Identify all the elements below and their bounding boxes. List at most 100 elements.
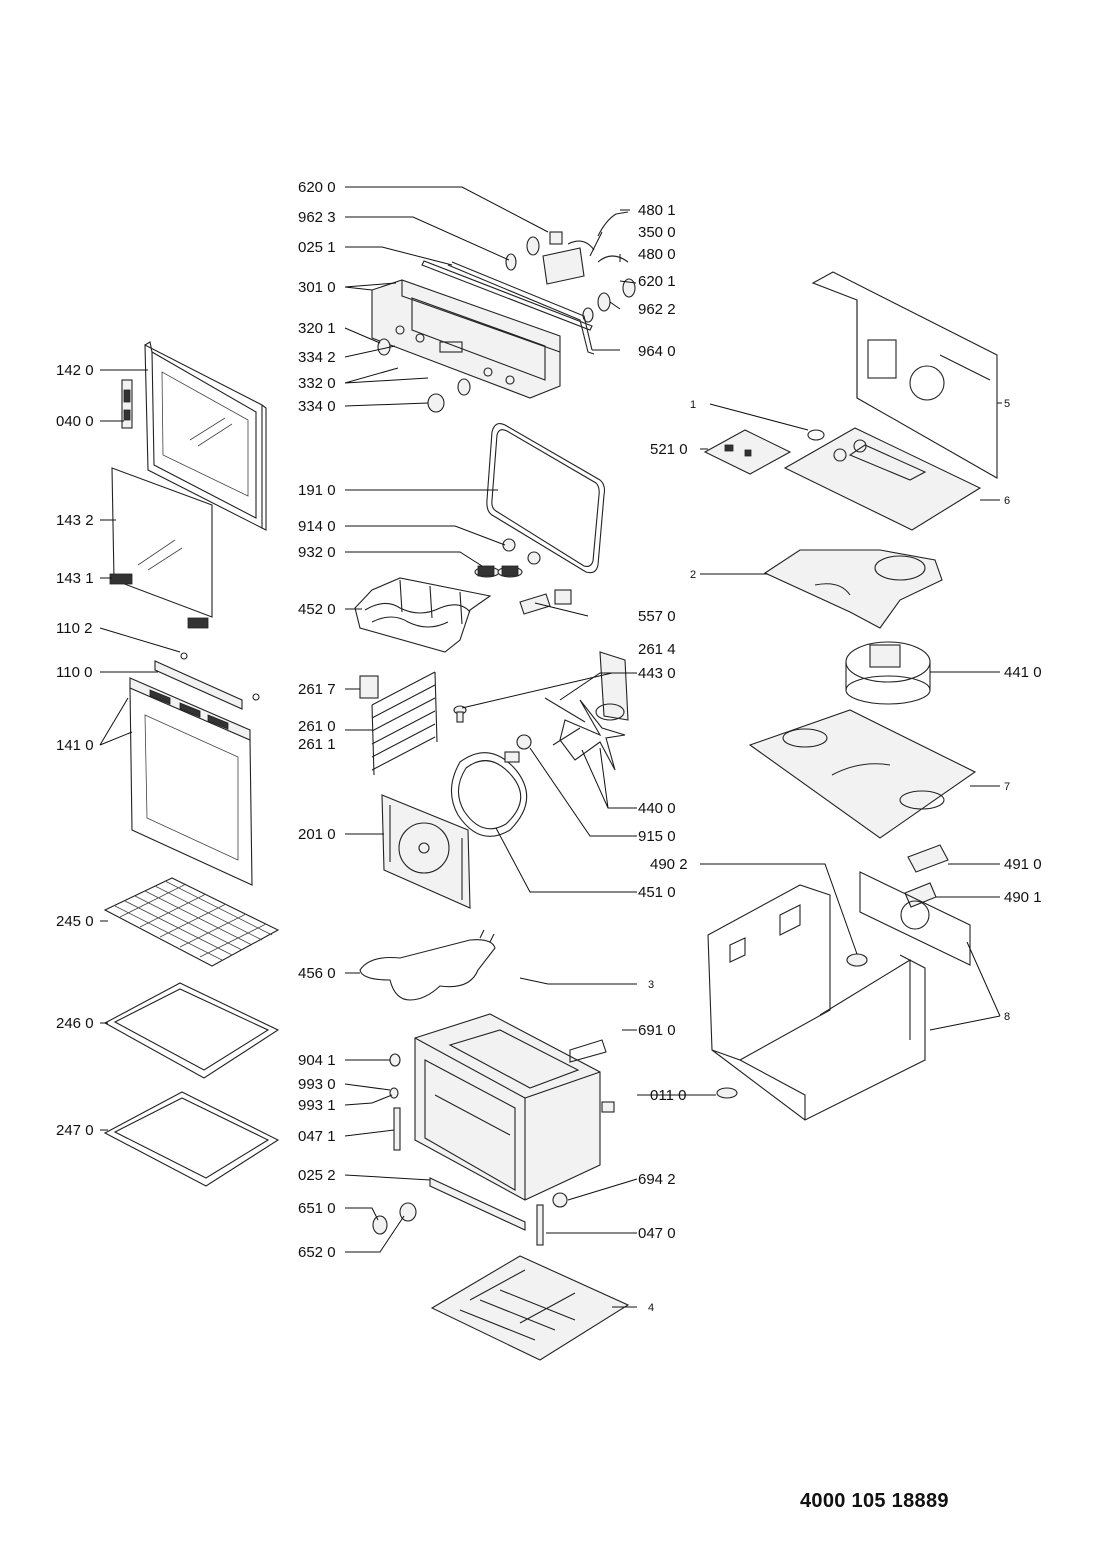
label-441-0: 441 0	[1004, 664, 1042, 681]
control-panel	[371, 279, 561, 399]
label-451-0: 451 0	[638, 884, 676, 901]
label-6: 6	[1004, 495, 1010, 507]
label-452-0: 452 0	[298, 601, 336, 618]
label-993-0: 993 0	[298, 1076, 336, 1093]
label-491-0: 491 0	[1004, 856, 1042, 873]
panel-strip	[421, 260, 593, 331]
terminal-block	[904, 844, 949, 908]
label-261-0: 261 0	[298, 718, 336, 735]
label-350-0: 350 0	[638, 224, 676, 241]
back-panel-fan	[381, 794, 471, 909]
cooling-plate	[783, 427, 982, 531]
cavity-fasteners	[371, 1039, 607, 1246]
label-480-0: 480 0	[638, 246, 676, 263]
fan-motor	[516, 651, 629, 771]
deep-tray	[103, 1091, 280, 1187]
fan-heater-ring	[450, 751, 528, 837]
label-915-0: 915 0	[638, 828, 676, 845]
label-245-0: 245 0	[56, 913, 94, 930]
oven-door-seal	[486, 423, 606, 574]
label-143-1: 143 1	[56, 570, 94, 587]
label-320-1: 320 1	[298, 320, 336, 337]
label-142-0: 142 0	[56, 362, 94, 379]
label-011-0: 011 0	[650, 1087, 686, 1104]
label-694-2: 694 2	[638, 1171, 676, 1188]
label-443-0: 443 0	[638, 665, 676, 682]
top-shelf-plate	[748, 709, 977, 839]
label-490-1: 490 1	[1004, 889, 1042, 906]
gland	[846, 953, 868, 967]
oven-cavity	[414, 1013, 615, 1201]
label-141-0: 141 0	[56, 737, 94, 754]
label-480-1: 480 1	[638, 202, 676, 219]
rack-supports	[359, 671, 438, 776]
label-993-1: 993 1	[298, 1097, 336, 1114]
label-110-0: 110 0	[56, 664, 92, 681]
outer-casing	[707, 871, 971, 1121]
label-962-3: 962 3	[298, 209, 336, 226]
grommet	[807, 429, 825, 441]
label-7: 7	[1004, 781, 1010, 793]
label-1: 1	[690, 399, 696, 411]
label-3: 3	[648, 979, 654, 991]
door-frame	[144, 341, 267, 531]
glass-clips	[109, 573, 209, 629]
knobs	[377, 338, 471, 413]
screw-261-4	[453, 705, 467, 723]
label-440-0: 440 0	[638, 800, 676, 817]
label-334-2: 334 2	[298, 349, 336, 366]
label-964-0: 964 0	[638, 343, 676, 360]
label-490-2: 490 2	[650, 856, 688, 873]
label-2: 2	[690, 569, 696, 581]
label-246-0: 246 0	[56, 1015, 94, 1032]
label-261-4: 261 4	[638, 641, 676, 658]
label-143-2: 143 2	[56, 512, 94, 529]
label-932-0: 932 0	[298, 544, 336, 561]
label-025-2: 025 2	[298, 1167, 336, 1184]
label-4: 4	[648, 1302, 654, 1314]
label-8: 8	[1004, 1011, 1010, 1023]
document-number: 4000 105 18889	[800, 1490, 949, 1512]
bottom-plate	[430, 1255, 630, 1361]
thermostat-parts	[474, 538, 572, 615]
label-191-0: 191 0	[298, 482, 336, 499]
grill-element	[354, 577, 492, 653]
door-hinge-left	[121, 379, 133, 429]
label-914-0: 914 0	[298, 518, 336, 535]
part-labels: 142 0 040 0 143 2 143 1 110 2 110 0 141 …	[56, 179, 1042, 1314]
panel-profile-strip	[447, 261, 595, 355]
label-691-0: 691 0	[638, 1022, 676, 1039]
tangential-fan	[845, 641, 931, 705]
wire-rack	[103, 877, 280, 967]
top-cover	[811, 271, 998, 479]
label-261-7: 261 7	[298, 681, 336, 698]
label-047-0: 047 0	[638, 1225, 676, 1242]
shallow-tray	[103, 982, 280, 1079]
foot	[716, 1087, 738, 1099]
label-651-0: 651 0	[298, 1200, 336, 1217]
label-620-0: 620 0	[298, 179, 336, 196]
pcb	[703, 429, 792, 475]
label-557-0: 557 0	[638, 608, 676, 625]
small-washer	[180, 652, 260, 701]
label-047-1: 047 1	[298, 1128, 336, 1145]
label-110-2: 110 2	[56, 620, 92, 637]
label-5: 5	[1004, 398, 1010, 410]
fan-duct	[763, 549, 943, 629]
label-334-0: 334 0	[298, 398, 336, 415]
bottom-element	[359, 929, 496, 1001]
leader-lines	[99, 186, 1002, 1308]
label-201-0: 201 0	[298, 826, 336, 843]
label-301-0: 301 0	[298, 279, 336, 296]
label-904-1: 904 1	[298, 1052, 336, 1069]
inner-glass	[111, 467, 213, 618]
electronics-top	[505, 211, 636, 323]
label-247-0: 247 0	[56, 1122, 94, 1139]
label-962-2: 962 2	[638, 301, 676, 318]
label-025-1: 025 1	[298, 239, 336, 256]
label-620-1: 620 1	[638, 273, 676, 290]
label-261-1: 261 1	[298, 736, 336, 753]
label-652-0: 652 0	[298, 1244, 336, 1261]
handle-bar	[154, 660, 243, 710]
